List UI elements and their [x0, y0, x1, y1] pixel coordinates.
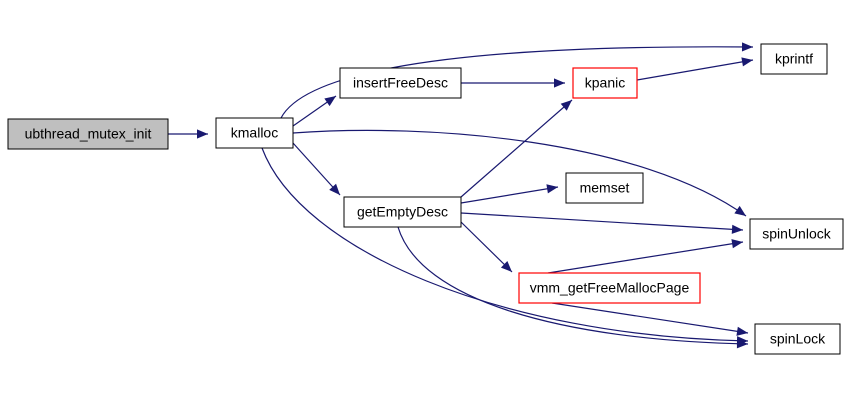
edge-kmalloc-to-spinLock — [261, 147, 749, 342]
node-memset[interactable]: memset — [565, 172, 644, 204]
arrowhead-kmalloc-to-spinUnlock — [734, 205, 746, 216]
arrowhead-getEmptyDesc-to-vmm_getFreeMallocPage — [500, 261, 512, 272]
node-label-kmalloc: kmalloc — [231, 125, 278, 141]
node-box-getEmptyDesc[interactable] — [343, 196, 462, 228]
edge-kmalloc-to-getEmptyDesc — [292, 142, 341, 196]
node-vmm_getFreeMallocPage[interactable]: vmm_getFreeMallocPage — [518, 272, 701, 304]
node-box-spinUnlock[interactable] — [749, 218, 844, 250]
arrowhead-getEmptyDesc-to-kpanic — [560, 100, 572, 111]
node-kmalloc[interactable]: kmalloc — [215, 117, 294, 149]
arrowhead-kmalloc-to-kprintf — [741, 42, 753, 52]
arrowhead-insertFreeDesc-to-kpanic — [554, 78, 565, 88]
arrowhead-getEmptyDesc-to-spinUnlock — [731, 224, 743, 234]
arrowhead-kmalloc-to-getEmptyDesc — [329, 183, 340, 195]
arrowhead-getEmptyDesc-to-memset — [546, 184, 558, 194]
edge-getEmptyDesc-to-memset — [460, 186, 559, 204]
node-label-memset: memset — [580, 180, 630, 196]
node-label-spinLock: spinLock — [770, 331, 826, 347]
edge-getEmptyDesc-to-vmm_getFreeMallocPage — [460, 221, 513, 273]
edge-getEmptyDesc-to-spinUnlock — [460, 212, 744, 231]
node-label-getEmptyDesc: getEmptyDesc — [357, 204, 448, 220]
node-box-kprintf[interactable] — [760, 43, 828, 75]
node-insertFreeDesc[interactable]: insertFreeDesc — [339, 67, 462, 99]
node-label-kprintf: kprintf — [775, 51, 813, 67]
node-layer: ubthread_mutex_init kmalloc insertFreeDesc… — [7, 43, 844, 355]
node-box-kmalloc[interactable] — [215, 117, 294, 149]
arrowhead-kmalloc-to-insertFreeDesc — [324, 96, 336, 107]
node-label-spinUnlock: spinUnlock — [762, 226, 831, 242]
edge-vmm_getFreeMallocPage-to-spinLock — [551, 302, 749, 334]
node-box-ubthread_mutex_init[interactable] — [7, 118, 169, 150]
node-box-spinLock[interactable] — [754, 323, 841, 355]
node-box-insertFreeDesc[interactable] — [339, 67, 462, 99]
edge-kpanic-to-kprintf — [636, 59, 754, 81]
node-spinUnlock[interactable]: spinUnlock — [749, 218, 844, 250]
arrowhead-ubthread_mutex_init-to-kmalloc — [197, 129, 208, 139]
node-label-vmm_getFreeMallocPage: vmm_getFreeMallocPage — [530, 280, 690, 296]
arrowhead-vmm_getFreeMallocPage-to-spinLock — [736, 326, 748, 336]
arrowhead-vmm_getFreeMallocPage-to-spinUnlock — [731, 239, 743, 249]
node-spinLock[interactable]: spinLock — [754, 323, 841, 355]
edge-layer — [168, 42, 754, 349]
node-kpanic[interactable]: kpanic — [572, 67, 638, 99]
node-label-insertFreeDesc: insertFreeDesc — [353, 75, 448, 91]
node-box-vmm_getFreeMallocPage[interactable] — [518, 272, 701, 304]
node-box-kpanic[interactable] — [572, 67, 638, 99]
edge-kmalloc-to-spinUnlock — [292, 129, 747, 217]
arrowhead-getEmptyDesc-to-spinLock — [736, 339, 748, 349]
edge-getEmptyDesc-to-kpanic — [460, 99, 573, 198]
node-box-memset[interactable] — [565, 172, 644, 204]
arrowhead-kpanic-to-kprintf — [741, 57, 753, 67]
node-getEmptyDesc[interactable]: getEmptyDesc — [343, 196, 462, 228]
node-ubthread_mutex_init[interactable]: ubthread_mutex_init — [7, 118, 169, 150]
node-kprintf[interactable]: kprintf — [760, 43, 828, 75]
node-label-kpanic: kpanic — [585, 75, 625, 91]
edge-vmm_getFreeMallocPage-to-spinUnlock — [547, 241, 744, 274]
node-label-ubthread_mutex_init: ubthread_mutex_init — [25, 126, 152, 142]
edge-getEmptyDesc-to-spinLock — [397, 226, 749, 345]
